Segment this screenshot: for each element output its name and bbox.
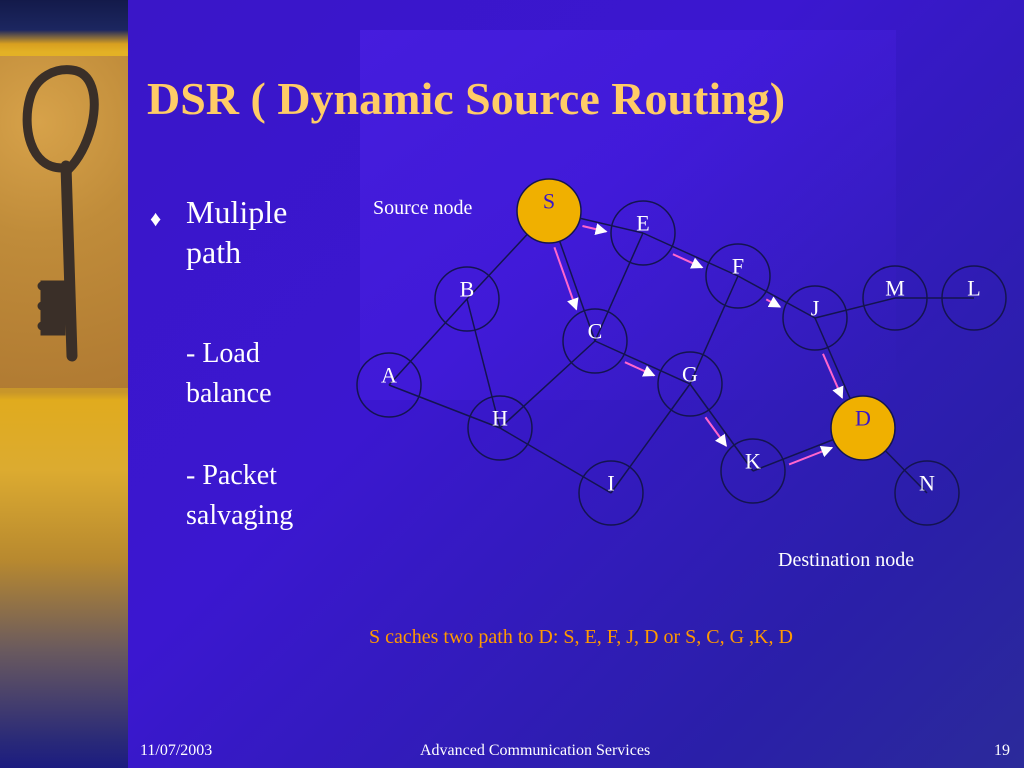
sub-bullet-packet-salvaging: - Packet salvaging	[186, 460, 294, 531]
node-circle-N	[894, 460, 960, 526]
slide-background	[128, 0, 1024, 768]
node-circle-M	[862, 265, 928, 331]
route-arrow-S-C	[553, 246, 579, 311]
node-label-G: G	[682, 362, 698, 387]
key-icon	[22, 65, 99, 362]
node-circle-J	[782, 285, 848, 351]
edge-F-G	[689, 275, 739, 385]
edge-G-I	[610, 383, 691, 494]
edge-C-G	[594, 340, 691, 385]
node-label-K: K	[745, 449, 761, 474]
node-C: C	[562, 308, 628, 374]
edge-C-H	[499, 340, 596, 429]
edge-J-M	[814, 297, 896, 319]
nodes-layer: S E F B C J M L A G H D K I N	[356, 178, 1007, 526]
node-circle-S	[516, 178, 582, 244]
node-circle-K	[720, 438, 786, 504]
sidebar	[0, 0, 128, 768]
node-B: B	[434, 266, 500, 332]
node-circle-F	[705, 243, 771, 309]
edge-A-H	[388, 384, 501, 429]
edge-H-I	[499, 427, 612, 494]
footer-title: Advanced Communication Services	[420, 742, 651, 759]
node-circle-B	[434, 266, 500, 332]
footer-page-number: 19	[994, 742, 1010, 759]
edge-G-K	[689, 383, 754, 472]
cache-note: S caches two path to D: S, E, F, J, D or…	[369, 626, 793, 648]
node-label-S: S	[543, 189, 555, 214]
slide-title: DSR ( Dynamic Source Routing)	[147, 73, 786, 124]
node-G: G	[657, 351, 723, 417]
route-arrow-G-K	[704, 416, 728, 447]
bullet-text: Muliple path	[186, 194, 288, 270]
route-arrow-E-F	[672, 253, 704, 269]
node-S: S	[516, 178, 582, 244]
node-label-L: L	[967, 276, 980, 301]
node-I: I	[578, 460, 644, 526]
node-label-C: C	[588, 319, 603, 344]
sub-bullet-load-balance: - Load balance	[186, 338, 272, 409]
background-glow	[360, 30, 896, 400]
node-circle-D	[830, 395, 896, 461]
node-N: N	[894, 460, 960, 526]
route-arrow-F-J	[765, 296, 782, 308]
key-photo	[0, 56, 128, 388]
node-circle-E	[610, 200, 676, 266]
node-label-M: M	[885, 276, 905, 301]
node-circle-C	[562, 308, 628, 374]
node-label-I: I	[607, 471, 614, 496]
node-label-N: N	[919, 471, 935, 496]
route-arrow-S-E	[582, 223, 608, 235]
node-circle-A	[356, 352, 422, 418]
node-label-D: D	[855, 406, 871, 431]
node-F: F	[705, 243, 771, 309]
node-label-E: E	[636, 211, 649, 236]
edge-B-A	[388, 298, 468, 386]
node-M: M	[862, 265, 928, 331]
node-J: J	[782, 285, 848, 351]
edge-E-C	[594, 232, 644, 342]
node-A: A	[356, 352, 422, 418]
node-label-A: A	[381, 363, 397, 388]
node-L: L	[941, 265, 1007, 331]
node-circle-L	[941, 265, 1007, 331]
edge-E-F	[642, 232, 739, 277]
destination-node-label: Destination node	[778, 549, 915, 571]
node-label-J: J	[811, 296, 820, 321]
node-circle-H	[467, 395, 533, 461]
edge-B-H	[466, 298, 501, 429]
route-arrow-J-D	[822, 353, 844, 399]
node-K: K	[720, 438, 786, 504]
node-E: E	[610, 200, 676, 266]
node-D: D	[830, 395, 896, 461]
node-label-H: H	[492, 406, 508, 431]
node-label-B: B	[460, 277, 475, 302]
diamond-bullet-icon: ♦	[150, 206, 162, 231]
node-H: H	[467, 395, 533, 461]
route-arrow-C-G	[624, 361, 656, 377]
route-arrows-layer	[553, 223, 844, 466]
route-arrow-K-D	[788, 445, 834, 466]
footer-date: 11/07/2003	[140, 742, 213, 759]
source-node-label: Source node	[373, 197, 473, 219]
node-circle-G	[657, 351, 723, 417]
node-circle-I	[578, 460, 644, 526]
node-label-F: F	[732, 254, 744, 279]
